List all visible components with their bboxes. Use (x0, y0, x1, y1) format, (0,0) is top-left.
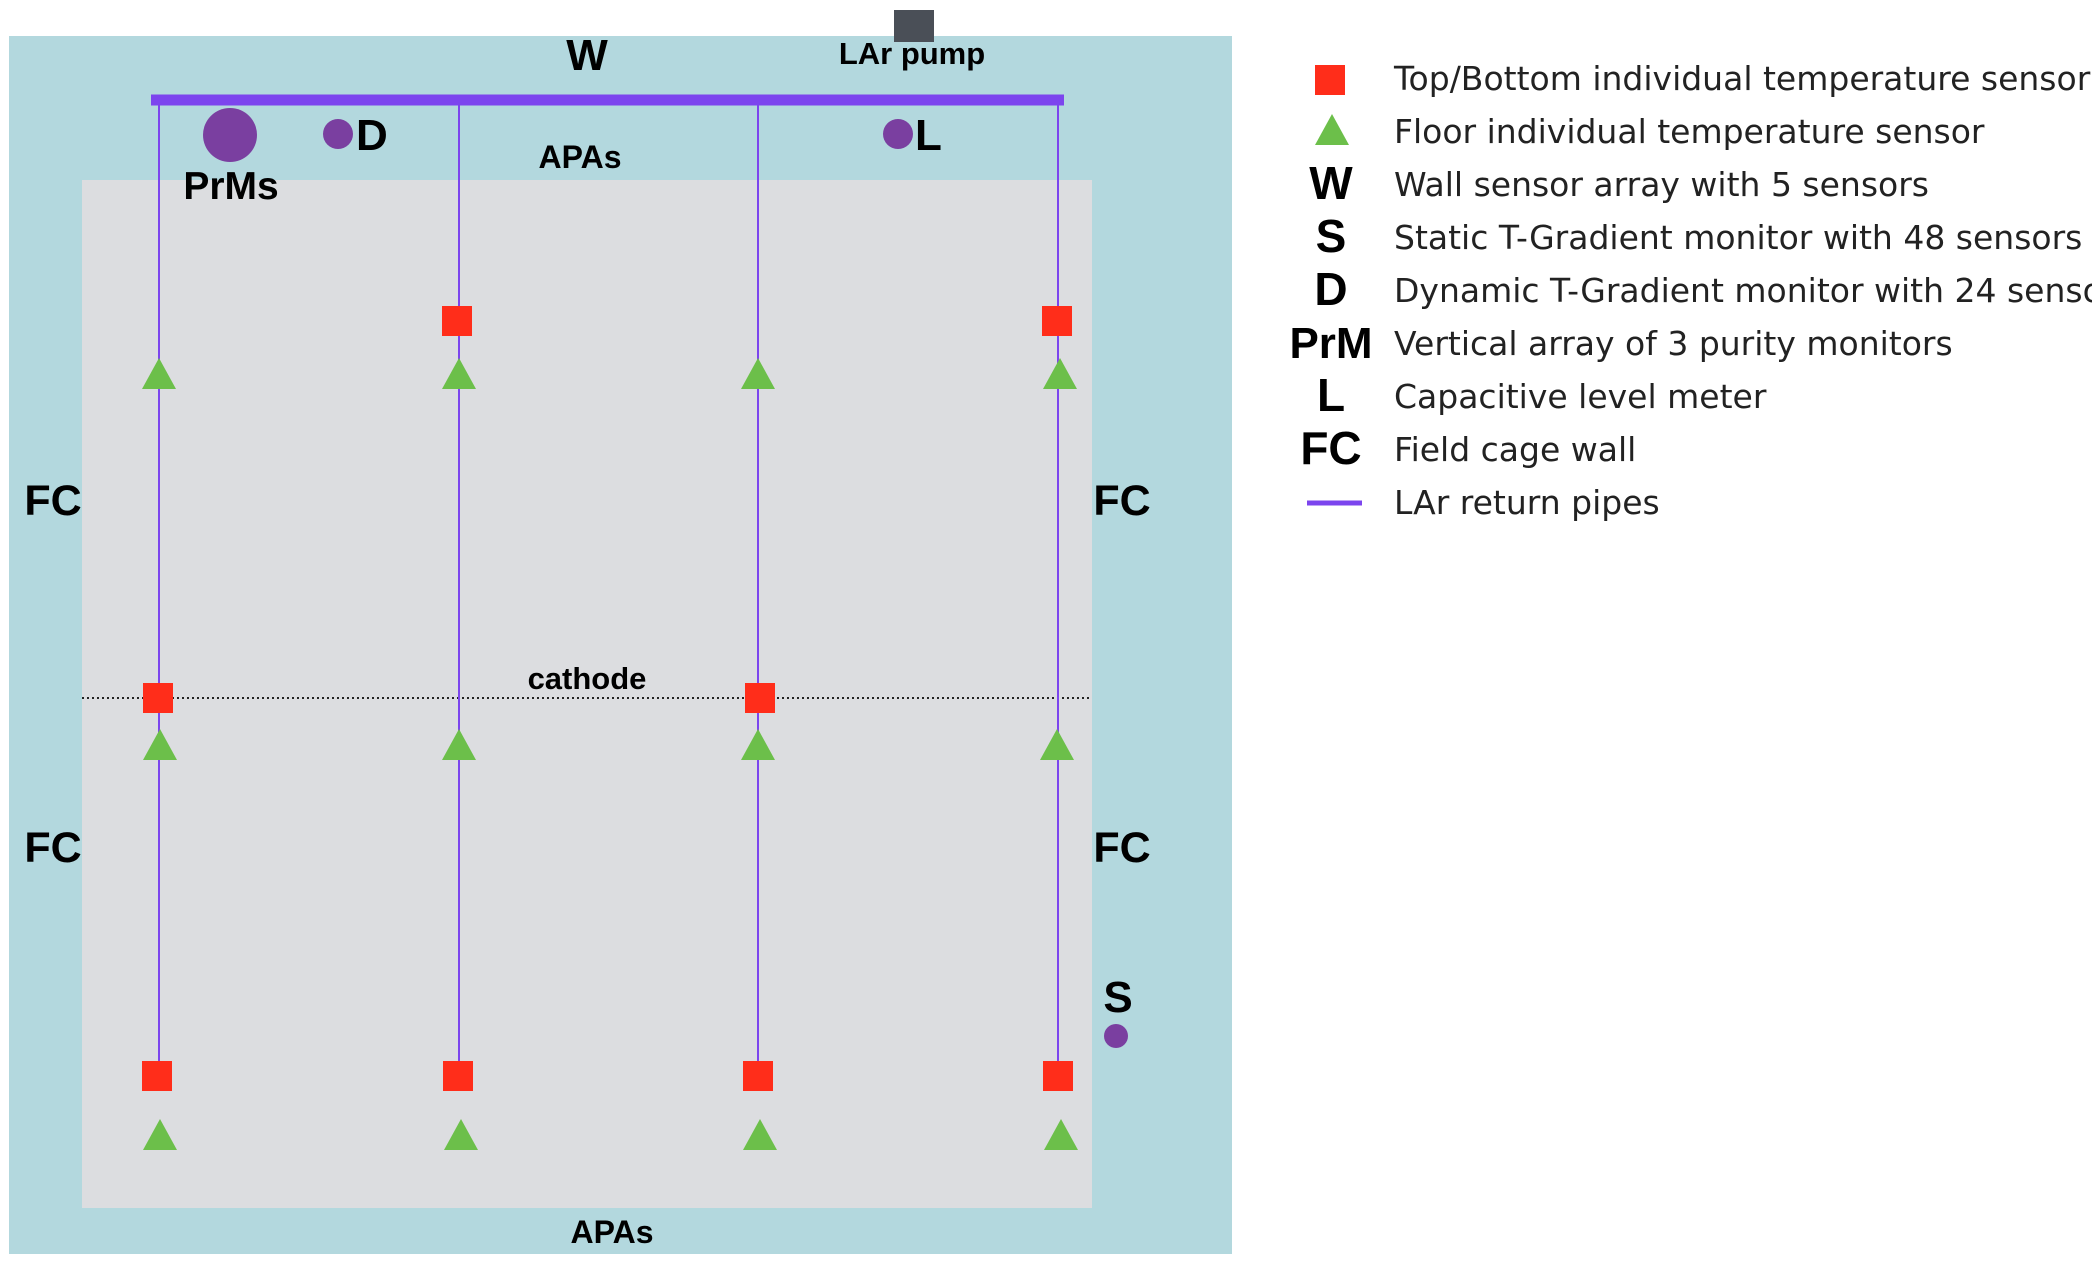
top-bottom-sensor (1042, 306, 1072, 336)
static-monitor-label: S (1103, 973, 1132, 1022)
fc-right-lower-label: FC (1093, 824, 1150, 872)
floor-sensor (1040, 729, 1074, 760)
legend-text: Capacitive level meter (1394, 377, 1767, 416)
legend: Top/Bottom individual temperature sensor… (1289, 59, 2092, 522)
floor-sensor (741, 729, 775, 760)
floor-sensor (1043, 358, 1077, 389)
floor-sensor (142, 358, 176, 389)
legend-text: Wall sensor array with 5 sensors (1394, 165, 1929, 204)
fc-left-lower-label: FC (24, 824, 81, 872)
wall-label: W (566, 31, 608, 80)
legend-text: LAr return pipes (1394, 483, 1660, 522)
top-bottom-sensor (745, 683, 775, 713)
legend-text: Dynamic T-Gradient monitor with 24 senso… (1394, 271, 2092, 310)
top-bottom-sensor (442, 306, 472, 336)
fc-right-upper-label: FC (1093, 477, 1150, 525)
legend-text: Static T-Gradient monitor with 48 sensor… (1394, 218, 2082, 257)
top-bottom-sensor (443, 1061, 473, 1091)
legend-symbol: W (1309, 157, 1353, 209)
top-bottom-sensor (143, 683, 173, 713)
apas-bottom-label: APAs (571, 1214, 654, 1250)
legend-text: Floor individual temperature sensor (1394, 112, 1985, 151)
level-meter-dot (883, 119, 913, 149)
dynamic-gradient-monitor-dot (323, 119, 353, 149)
fc-left-upper-label: FC (24, 477, 81, 525)
floor-sensor (442, 729, 476, 760)
level-meter-label: L (915, 111, 942, 160)
red-square-icon (1315, 65, 1345, 95)
legend-text: Vertical array of 3 purity monitors (1394, 324, 1953, 363)
prms-label: PrMs (183, 165, 278, 208)
lar-pump-block (894, 10, 934, 42)
green-triangle-icon (1315, 114, 1349, 145)
apas-top-label: APAs (539, 139, 622, 175)
field-cage-inner-area (82, 180, 1092, 1208)
floor-sensor (143, 729, 177, 760)
pump-label: LAr pump (839, 36, 985, 71)
legend-symbol: L (1317, 369, 1345, 421)
legend-text: Top/Bottom individual temperature sensor (1393, 59, 2091, 98)
top-bottom-sensor (142, 1061, 172, 1091)
legend-symbol: FC (1300, 422, 1361, 474)
static-gradient-monitor-dot (1104, 1024, 1128, 1048)
floor-sensor (743, 1119, 777, 1150)
floor-sensor (442, 358, 476, 389)
purity-monitors-dot (203, 108, 257, 162)
legend-text: Field cage wall (1394, 430, 1636, 469)
legend-symbol: D (1314, 263, 1347, 315)
cathode-label: cathode (528, 661, 647, 696)
floor-sensor (741, 358, 775, 389)
floor-sensor (143, 1119, 177, 1150)
legend-symbol: PrM (1289, 319, 1372, 368)
legend-symbol: S (1316, 210, 1347, 262)
top-bottom-sensor (743, 1061, 773, 1091)
floor-sensor (1044, 1119, 1078, 1150)
floor-sensor (444, 1119, 478, 1150)
top-bottom-sensor (1043, 1061, 1073, 1091)
dynamic-monitor-label: D (356, 111, 388, 160)
